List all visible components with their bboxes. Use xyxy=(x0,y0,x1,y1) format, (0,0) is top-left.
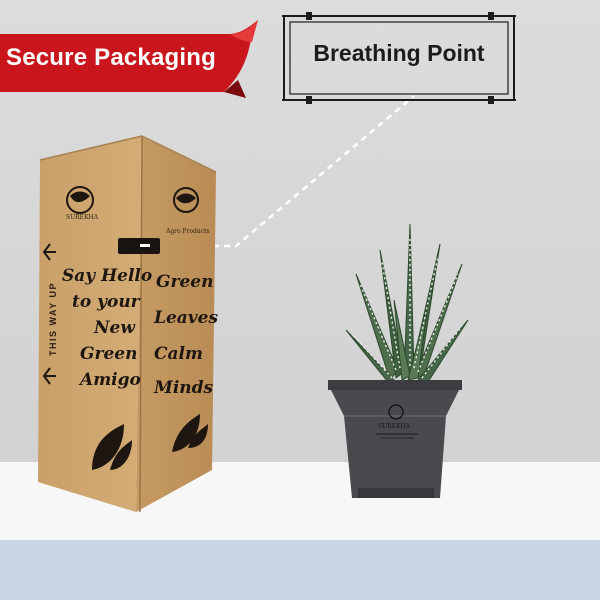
breathing-hole xyxy=(118,238,160,254)
pot-rim xyxy=(328,380,462,390)
left-panel-line-2: to your xyxy=(72,292,140,312)
bottom-band xyxy=(0,540,600,600)
right-panel-line-2: Leaves xyxy=(154,308,219,328)
secure-packaging-ribbon xyxy=(0,20,258,98)
left-panel-line-1: Say Hello xyxy=(62,266,153,286)
right-panel-line-1: Green xyxy=(156,272,214,292)
pot-brand-name: SUREKHA xyxy=(378,423,411,430)
ribbon-shape xyxy=(0,20,258,98)
succulent-leaves xyxy=(345,223,469,383)
right-panel-line-3: Calm xyxy=(154,344,203,364)
callout-label: Breathing Point xyxy=(313,40,485,66)
ribbon-label: Secure Packaging xyxy=(6,44,216,71)
left-panel-line-3: New xyxy=(94,318,135,338)
left-panel-line-4: Green xyxy=(80,344,138,364)
left-panel-line-5: Amigo xyxy=(80,370,141,390)
pot-body xyxy=(328,384,462,498)
box-brand-tag: Agro Products xyxy=(166,228,210,235)
callout-frame xyxy=(282,12,516,104)
right-panel-line-4: Minds xyxy=(154,378,214,398)
breathing-point-callout: Breathing Point xyxy=(282,12,516,108)
box-brand-name: SUREKHA xyxy=(66,214,99,221)
